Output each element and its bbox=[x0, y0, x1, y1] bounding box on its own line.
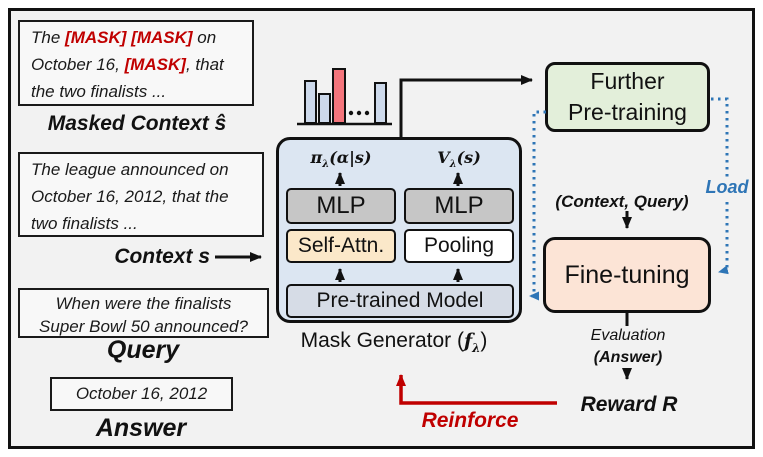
mask-token: [MASK] bbox=[131, 28, 193, 47]
mask-token: [MASK] bbox=[124, 55, 186, 74]
reinforce-label: Reinforce bbox=[421, 409, 519, 432]
self-attention-box: Self-Attn. bbox=[286, 229, 396, 263]
answer-text: October 16, 2012 bbox=[75, 384, 208, 403]
load-label: Load bbox=[703, 177, 751, 198]
pretrained-model-box: Pre-trained Model bbox=[286, 284, 514, 318]
pooling-box: Pooling bbox=[404, 229, 514, 263]
query-line1: When were the finalists bbox=[55, 294, 232, 313]
policy-output-label: πλ(α|s) bbox=[310, 148, 372, 171]
masked-context-line3: the two finalists ... bbox=[31, 82, 167, 101]
answer-box: October 16, 2012 bbox=[50, 377, 233, 411]
context-query-label: (Context, Query) bbox=[555, 192, 689, 211]
query-box: When were the finalists Super Bowl 50 an… bbox=[18, 288, 269, 338]
context-line3: two finalists ... bbox=[31, 214, 138, 233]
masked-context-box: The [MASK] [MASK] on October 16, [MASK],… bbox=[18, 20, 254, 106]
further-line2: Pre-training bbox=[568, 99, 687, 125]
masked-context-line1: The [MASK] [MASK] on bbox=[31, 28, 217, 47]
mask-generator-label: Mask Generator (fλ) bbox=[300, 329, 488, 355]
reward-label: Reward R bbox=[580, 393, 678, 416]
mask-token: [MASK] bbox=[65, 28, 127, 47]
context-box: The league announced on October 16, 2012… bbox=[18, 152, 264, 237]
context-label: Context s bbox=[114, 245, 210, 268]
masked-context-line2: October 16, [MASK], that bbox=[31, 55, 224, 74]
mlp-policy-box: MLP bbox=[286, 188, 396, 224]
context-line2: October 16, 2012, that the bbox=[31, 187, 229, 206]
evaluation-answer-label: (Answer) bbox=[593, 349, 663, 366]
context-line1: The league announced on bbox=[31, 160, 229, 179]
masked-context-label: Masked Context ŝ bbox=[47, 112, 227, 135]
finetuning-box: Fine-tuning bbox=[543, 237, 711, 313]
further-line1: Further bbox=[590, 68, 665, 94]
mlp-value-box: MLP bbox=[404, 188, 514, 224]
answer-label: Answer bbox=[95, 414, 187, 442]
value-output-label: Vλ(s) bbox=[437, 148, 481, 171]
evaluation-label: Evaluation bbox=[590, 327, 666, 344]
query-label: Query bbox=[106, 336, 180, 364]
query-line2: Super Bowl 50 announced? bbox=[39, 317, 248, 336]
